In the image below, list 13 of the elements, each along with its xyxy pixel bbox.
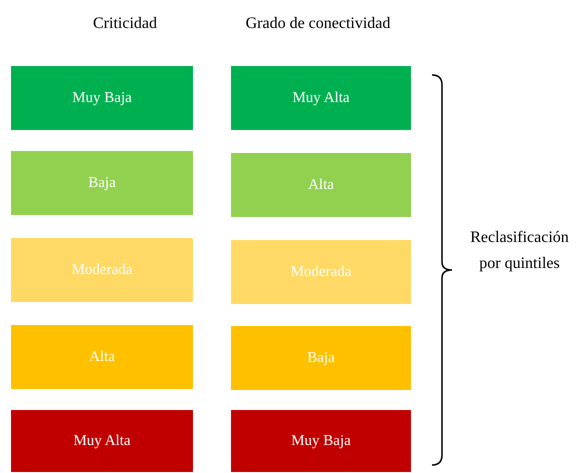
- level-box: Muy Alta: [231, 66, 411, 130]
- level-box: Alta: [231, 153, 411, 217]
- level-box: Muy Alta: [11, 410, 193, 472]
- level-box: Alta: [11, 325, 193, 389]
- column-header: Criticidad: [92, 14, 158, 34]
- column-header: Grado de conectividad: [244, 14, 392, 34]
- level-box: Baja: [11, 151, 193, 215]
- level-box: Muy Baja: [231, 410, 411, 472]
- bracket-label: Reclasificación por quintiles: [469, 228, 570, 274]
- level-box: Moderada: [231, 240, 411, 304]
- level-box: Muy Baja: [11, 66, 193, 130]
- level-box: Moderada: [11, 238, 193, 302]
- level-box: Baja: [231, 326, 411, 390]
